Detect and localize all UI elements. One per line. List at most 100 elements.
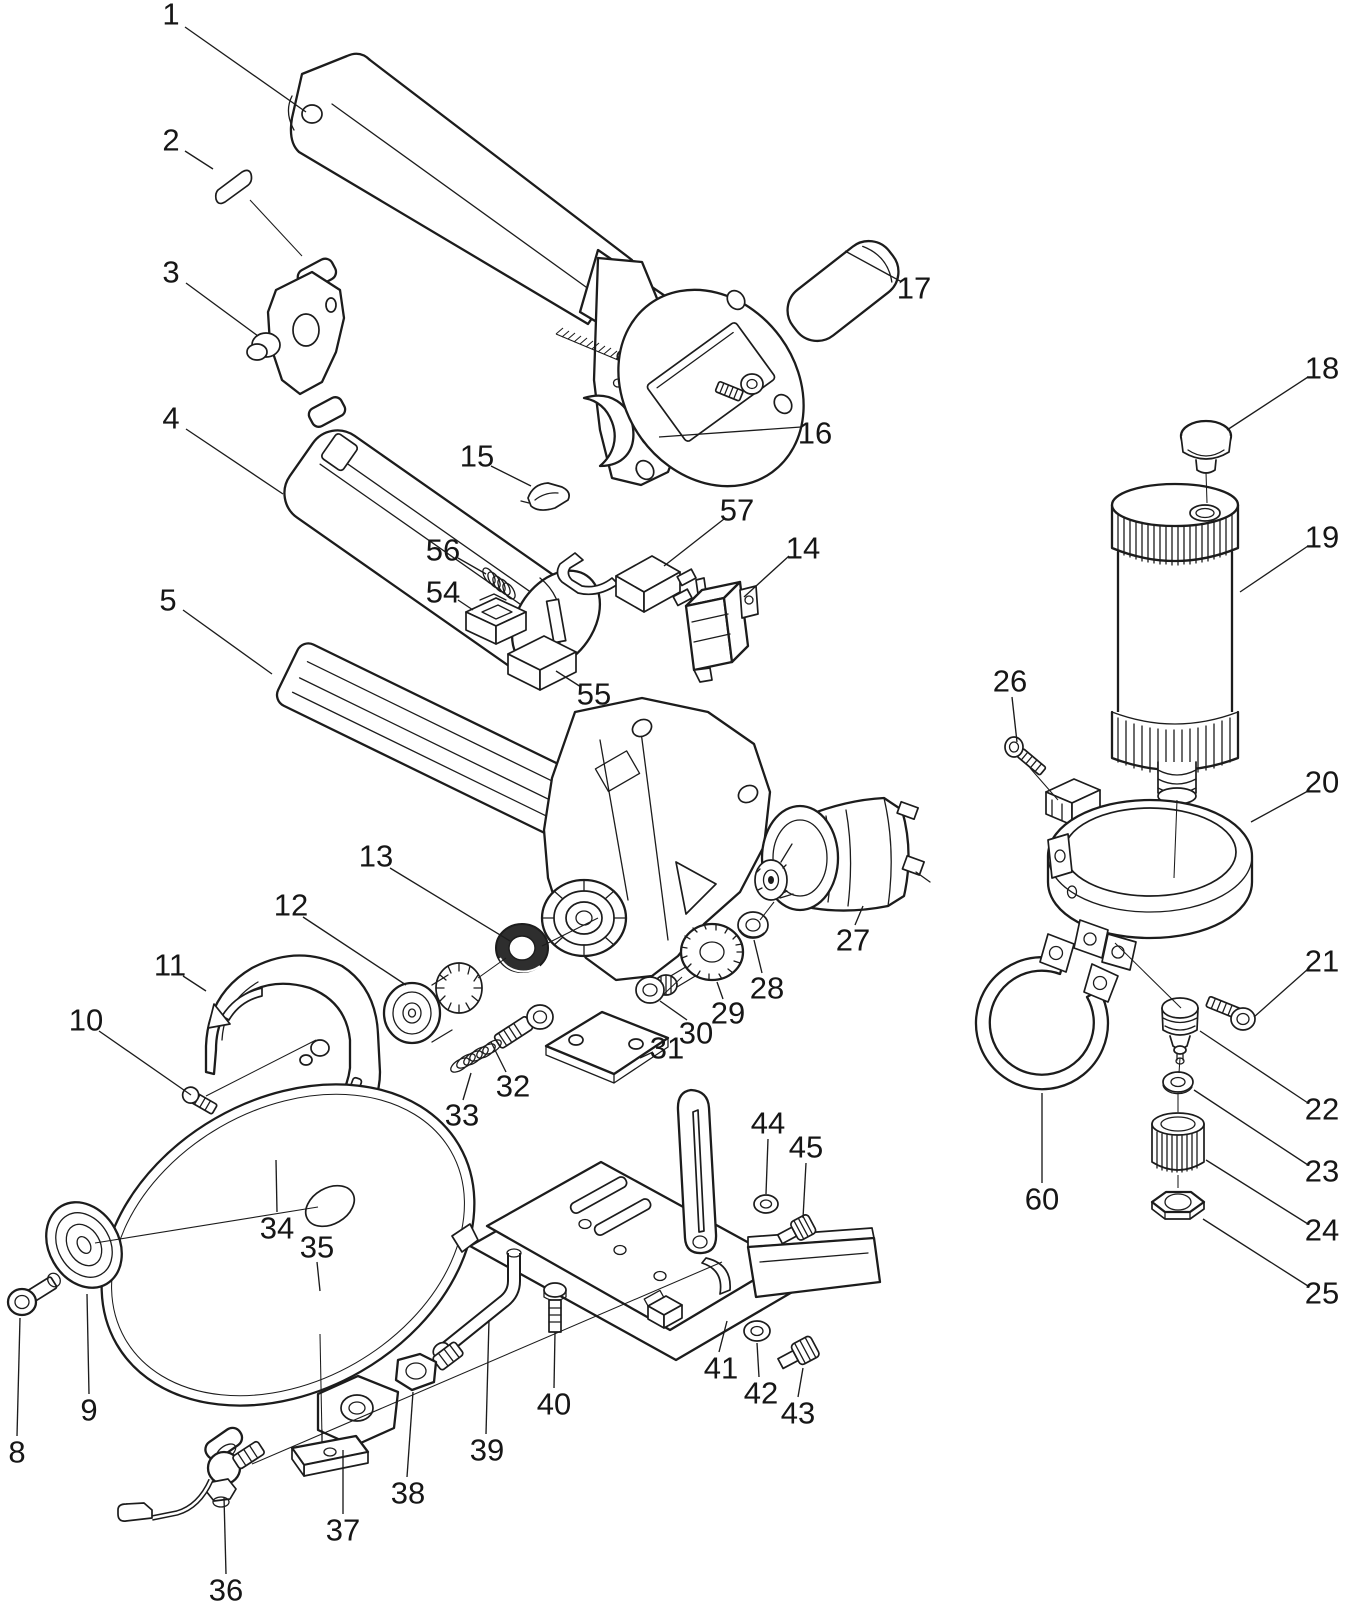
leader-line-30 [659, 1000, 688, 1021]
part-drawing-holder-54 [465, 593, 527, 645]
part-drawing-tank-cap [1179, 419, 1233, 474]
scale-marks [555, 327, 624, 360]
leader-line-18 [1226, 376, 1309, 431]
part-drawing-screw-21 [1205, 995, 1256, 1031]
part-drawing-spindle [382, 962, 483, 1045]
part-label-36: 36 [209, 1573, 243, 1608]
part-label-26: 26 [993, 664, 1027, 699]
part-drawing-washer-42 [743, 1320, 771, 1342]
part-drawing-holder-55 [507, 598, 577, 691]
leader-line-33 [462, 1072, 472, 1101]
part-drawing-motor [754, 796, 931, 912]
leader-line-11 [182, 975, 207, 992]
part-label-38: 38 [391, 1476, 425, 1511]
assembly-axis-line [477, 957, 507, 979]
part-drawing-spring-33 [450, 1039, 502, 1073]
assembly-axis-line [249, 199, 303, 257]
leader-line-32 [490, 1041, 507, 1073]
part-drawing-lower-housing [275, 642, 772, 982]
part-drawing-handle-frame [287, 52, 805, 488]
part-drawing-bolt-32 [493, 1004, 554, 1049]
part-label-33: 33 [445, 1098, 479, 1133]
assembly-axis-line [205, 1039, 317, 1097]
gear-teeth [680, 923, 744, 981]
part-label-8: 8 [8, 1435, 25, 1470]
part-drawing-screw-16 [714, 373, 764, 402]
leader-line-19 [1239, 545, 1309, 593]
part-drawing-hex-nut [1150, 1190, 1206, 1220]
leader-line-56 [457, 557, 487, 575]
leader-line-21 [1253, 968, 1309, 1018]
leader-line-20 [1250, 790, 1309, 823]
part-label-15: 15 [460, 439, 494, 474]
part-drawing-washer-23 [1162, 1071, 1194, 1095]
leader-line-39 [485, 1319, 490, 1435]
part-label-30: 30 [679, 1016, 713, 1051]
leader-line-22 [1199, 1030, 1309, 1104]
part-label-17: 17 [897, 271, 931, 306]
leader-line-1 [184, 26, 307, 113]
leader-line-55 [555, 670, 582, 688]
part-label-42: 42 [744, 1376, 778, 1411]
assembly-axis-line [1173, 799, 1178, 879]
part-label-35: 35 [300, 1230, 334, 1265]
leader-line-54 [457, 599, 474, 611]
part-drawing-spring-56 [482, 567, 516, 600]
part-label-44: 44 [751, 1106, 785, 1141]
assembly-axis-line [319, 1333, 323, 1439]
tank-collar-ribs [1117, 509, 1233, 566]
part-drawing-thumb-screw-43 [777, 1335, 820, 1370]
part-drawing-gear [654, 922, 745, 996]
part-drawing-bearing-28 [737, 911, 769, 939]
part-label-4: 4 [162, 401, 179, 436]
part-label-55: 55 [577, 677, 611, 712]
leader-line-36 [223, 1496, 227, 1575]
part-label-5: 5 [159, 583, 176, 618]
leader-line-12 [302, 916, 407, 986]
leader-line-34 [275, 1159, 278, 1213]
part-drawing-screw-40 [543, 1282, 567, 1333]
leader-line-41 [718, 1320, 728, 1353]
leader-line-27 [854, 905, 864, 926]
knurl-ribs [435, 962, 483, 1014]
assembly-axis-line [541, 917, 599, 947]
leader-line-17 [844, 250, 901, 282]
rotation-arrow-icon [207, 987, 263, 1029]
part-drawing-screw-26 [1004, 736, 1047, 776]
part-drawing-clamp-ring [974, 933, 1119, 1091]
part-label-20: 20 [1305, 765, 1339, 800]
leader-line-9 [86, 1293, 90, 1395]
part-label-24: 24 [1305, 1213, 1339, 1248]
part-label-2: 2 [162, 123, 179, 158]
part-label-28: 28 [750, 971, 784, 1006]
assembly-axis-line [1114, 942, 1182, 1009]
part-drawing-inner-cover-plate [544, 1010, 670, 1084]
leader-line-44 [765, 1138, 769, 1195]
leader-line-14 [743, 555, 790, 598]
leader-line-38 [406, 1391, 414, 1478]
axis-lines [94, 199, 1208, 1465]
part-drawing-thumb-screw-45 [776, 1214, 817, 1245]
part-drawing-wire-clip [520, 482, 570, 511]
assembly-axis-line [1029, 767, 1059, 801]
leader-line-4 [185, 428, 284, 495]
part-label-45: 45 [789, 1130, 823, 1165]
part-drawing-lock-lever [246, 257, 347, 428]
leader-line-57 [663, 518, 725, 567]
leader-line-2 [184, 150, 214, 170]
part-label-14: 14 [786, 531, 820, 566]
assembly-axis-line [94, 1206, 319, 1244]
part-label-43: 43 [781, 1396, 815, 1431]
part-drawing-base [451, 1160, 882, 1362]
assembly-axis-line [759, 901, 775, 921]
part-label-21: 21 [1305, 944, 1339, 979]
leader-lines [16, 26, 1309, 1575]
assembly-axis-line [1178, 1057, 1181, 1074]
part-drawing-switch-lever-57 [556, 552, 697, 613]
part-drawing-cutting-blade [100, 1083, 476, 1407]
part-label-40: 40 [537, 1387, 571, 1422]
part-label-19: 19 [1305, 520, 1339, 555]
part-drawing-bearing-13 [495, 923, 549, 973]
leader-line-31 [639, 1051, 654, 1059]
